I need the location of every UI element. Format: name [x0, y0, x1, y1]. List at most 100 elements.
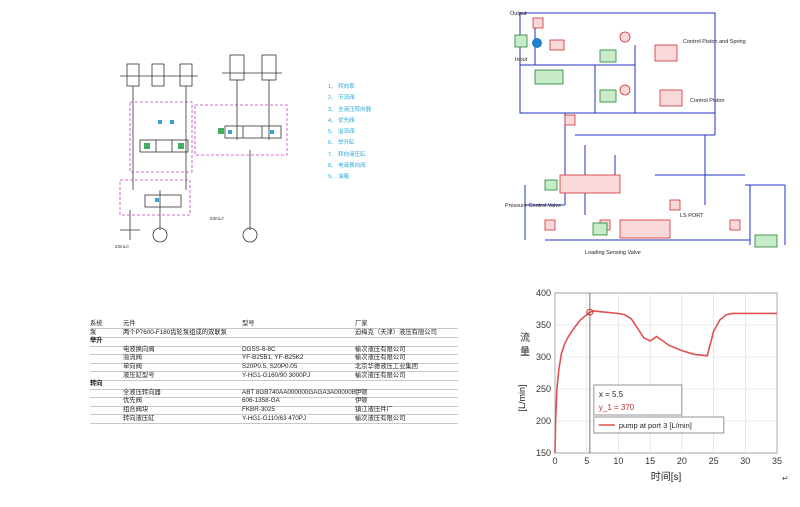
table-row: 电液换向阀 DGSS-6-8C 榆次液压有限公司	[90, 345, 458, 356]
table-row: 转向	[90, 380, 458, 390]
table-cell: 泵	[90, 328, 97, 336]
legend-item: 5、 溢流阀	[328, 129, 355, 136]
paragraph-mark: ↵	[782, 474, 789, 483]
input-source	[514, 34, 528, 48]
x-tick-label: 0	[552, 456, 557, 466]
table-cell: S20P0.5, S20P0.05	[242, 363, 298, 370]
table-cell: 榆次液压有限公司	[355, 345, 406, 353]
table-cell: 榆次液压有限公司	[355, 414, 406, 422]
legend-item: 6、 举升缸	[328, 140, 355, 147]
table-cell: 单向阀	[123, 363, 142, 370]
legend-item: 3、 全液压转向器	[328, 106, 372, 113]
table-cell: 伊顿	[355, 388, 368, 396]
lift-cylinder-2	[151, 63, 165, 87]
table-cell: 镇江液压件厂	[355, 406, 393, 413]
table-row: 溢流阀 YF-B25B1, YF-B25K2 榆次液压有限公司	[90, 354, 458, 364]
x-tick-label: 10	[613, 456, 623, 466]
x-tick-label: 25	[709, 456, 719, 466]
table-cell: 606-1358-GA	[242, 397, 280, 405]
schematic-drawing: 23mL/r 53mL/r	[115, 54, 288, 249]
loading-sensing-valve-label: Loading Sensing Valve	[585, 250, 641, 256]
ls-port-pump	[754, 234, 778, 248]
table-cell: FKBR-3025	[242, 406, 275, 413]
input-label: Input	[515, 57, 528, 63]
component-table: 系统元件型号厂家泵两个P7600-F180齿轮泵组成的双联泵迫梅克（天津）液压有…	[90, 320, 460, 430]
y-axis-label-part1: 流	[520, 331, 530, 344]
priority-valve-group-box	[119, 179, 191, 216]
control-piston-spring-label: Control Piston and Spring	[683, 39, 746, 45]
legend-item: 8、 电液换向阀	[328, 163, 366, 170]
x-tick-label: 30	[740, 456, 750, 466]
lift-valve-group-box	[129, 101, 193, 173]
table-cell: 两个P7600-F180齿轮泵组成的双联泵	[123, 328, 227, 336]
table-cell: 榆次液压有限公司	[355, 371, 406, 379]
table-cell: 厂家	[355, 320, 368, 327]
model-drawing: Output Input Control Piston and Spring C…	[505, 11, 786, 256]
control-piston-label: Control Piston	[690, 98, 725, 104]
table-row: 系统 元件 型号 厂家	[90, 320, 458, 330]
lift-cylinder-3	[179, 63, 193, 87]
legend-item: 9、 油箱	[328, 174, 350, 181]
table-row: 泵两个P7600-F180齿轮泵组成的双联泵迫梅克（天津）液压有限公司	[90, 329, 458, 338]
component-legend: 1、 转向泵 2、 节流阀 3、 全液压转向器 4、 优先阀 5、 溢流阀 6、…	[328, 82, 371, 184]
y-tick-label: 350	[536, 320, 551, 330]
legend-item: 1、 转向泵	[328, 84, 355, 90]
table-cell: 优先阀	[123, 397, 142, 405]
y-tick-label: 200	[536, 416, 551, 426]
outer-loop-line	[519, 12, 716, 114]
legend-item: 4、 优先阀	[328, 117, 355, 124]
table-cell: 溢流阀	[123, 354, 142, 362]
cursor-marker	[586, 308, 594, 316]
table-cell: 榆次液压有限公司	[355, 354, 406, 362]
lift-cylinder-1	[126, 63, 140, 87]
loading-sensing-valve-block	[619, 219, 671, 239]
output-label: Output	[510, 11, 527, 17]
priority-valve	[144, 194, 182, 208]
legend-item: 7、 转向液压缸	[328, 151, 366, 158]
table-cell: 电液换向阀	[123, 345, 155, 353]
table-cell: 全液压转向器	[123, 388, 161, 396]
steer-cylinder-2	[261, 54, 277, 81]
y-tick-label: 250	[536, 384, 551, 394]
pump-block	[534, 69, 564, 85]
hydraulic-schematic-left: 23mL/r 53mL/r 1、 转向泵 2、 节流阀 3、 全液压转向器 4、…	[100, 40, 400, 250]
table-cell: YF-B25B1, YF-B25K2	[242, 354, 304, 362]
x-axis-label: 时间[s]	[651, 470, 682, 483]
pump-left	[152, 227, 168, 243]
table-row: 单向阀 S20P0.5, S20P0.05 北京华德液压工业集团	[90, 363, 458, 373]
x-tick-label: 5	[584, 456, 589, 466]
legend-box	[593, 416, 725, 434]
output-node	[532, 17, 544, 29]
table-cell: Y-HG1-G110/63 470PJ	[242, 414, 307, 422]
cursor-x-readout: x = 5.5	[599, 390, 624, 399]
table-cell: 系统	[90, 320, 103, 327]
ls-port-label: LS PORT	[680, 213, 704, 219]
legend-item: 2、 节流阀	[328, 95, 355, 102]
y-tick-label: 150	[536, 448, 551, 458]
cursor-readout-box	[593, 384, 683, 416]
table-cell: 北京华德液压工业集团	[355, 363, 418, 370]
pump-right	[242, 227, 258, 243]
pressure-control-valve-label: Pressure Control Valve	[505, 203, 561, 209]
table-cell: 转向液压缸	[123, 414, 155, 422]
y-tick-label: 300	[536, 352, 551, 362]
table-cell: Y-HG1-G160/90 3000PJ	[242, 371, 311, 379]
x-tick-label: 15	[645, 456, 655, 466]
simulation-model-diagram: Output Input Control Piston and Spring C…	[505, 5, 800, 260]
flow-label-1: 23mL/r	[115, 244, 130, 249]
table-cell: 型号	[242, 320, 255, 327]
table-cell: 举升	[90, 337, 103, 345]
cursor-y-readout: y_1 = 370	[599, 403, 635, 412]
input-motor-icon	[532, 38, 542, 48]
table-cell: 元件	[123, 320, 136, 327]
series-line-pump	[554, 310, 777, 454]
table-cell: DGSS-6-8C	[242, 345, 276, 353]
x-tick-label: 35	[772, 456, 782, 466]
directional-valve	[139, 139, 189, 153]
steer-cylinder-1	[229, 54, 245, 81]
